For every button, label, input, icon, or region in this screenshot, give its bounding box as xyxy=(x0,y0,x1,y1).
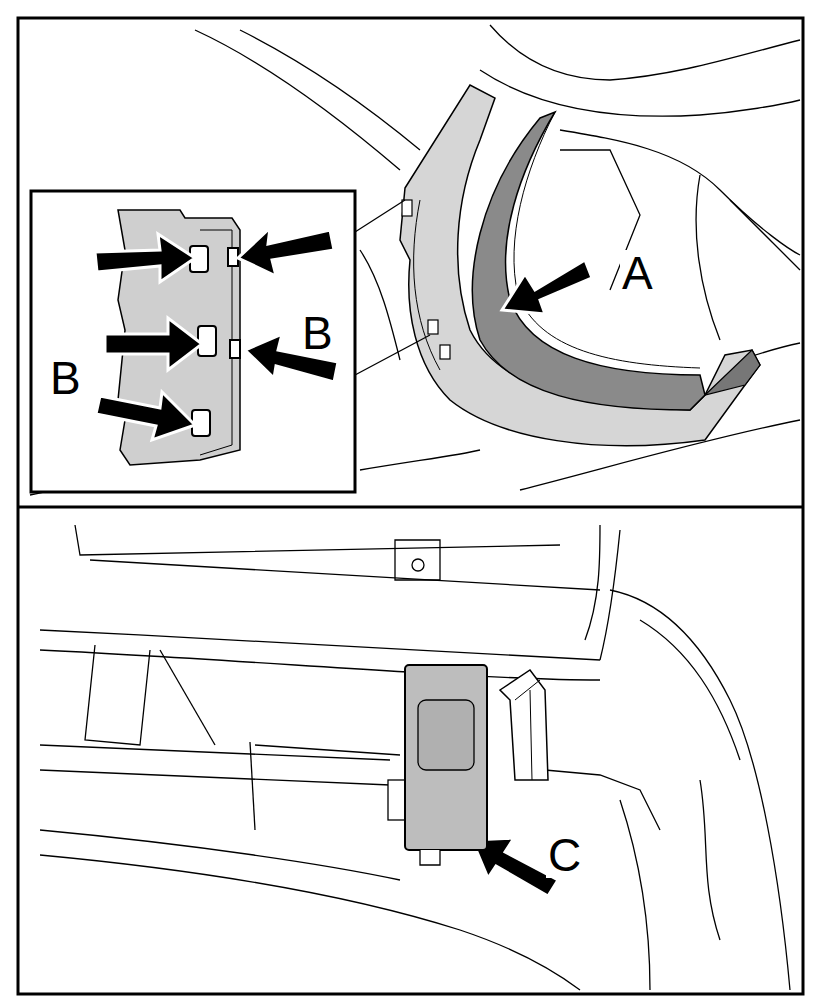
trim-end xyxy=(705,350,760,395)
arrows xyxy=(95,228,592,896)
frame-divider xyxy=(18,506,803,509)
trim-edge xyxy=(414,200,440,370)
body-lines xyxy=(40,525,790,990)
clip-label: B xyxy=(48,355,83,401)
pillar-edge xyxy=(515,680,540,780)
part-label: A xyxy=(620,250,655,296)
trim-clips xyxy=(402,200,450,359)
seal-edge xyxy=(514,112,700,368)
pillar-trim xyxy=(500,670,548,780)
detail-inset xyxy=(31,191,355,492)
frame xyxy=(18,18,803,994)
control-module xyxy=(405,665,487,850)
trim-piece xyxy=(400,85,760,446)
seal-strip xyxy=(473,112,706,410)
module-recess xyxy=(418,700,474,770)
bolt xyxy=(412,559,424,571)
body-lines xyxy=(30,25,800,495)
module-clip xyxy=(420,850,440,865)
part-label: C xyxy=(546,832,583,878)
clip-label: B xyxy=(300,310,335,356)
detail-leaders xyxy=(355,200,430,375)
